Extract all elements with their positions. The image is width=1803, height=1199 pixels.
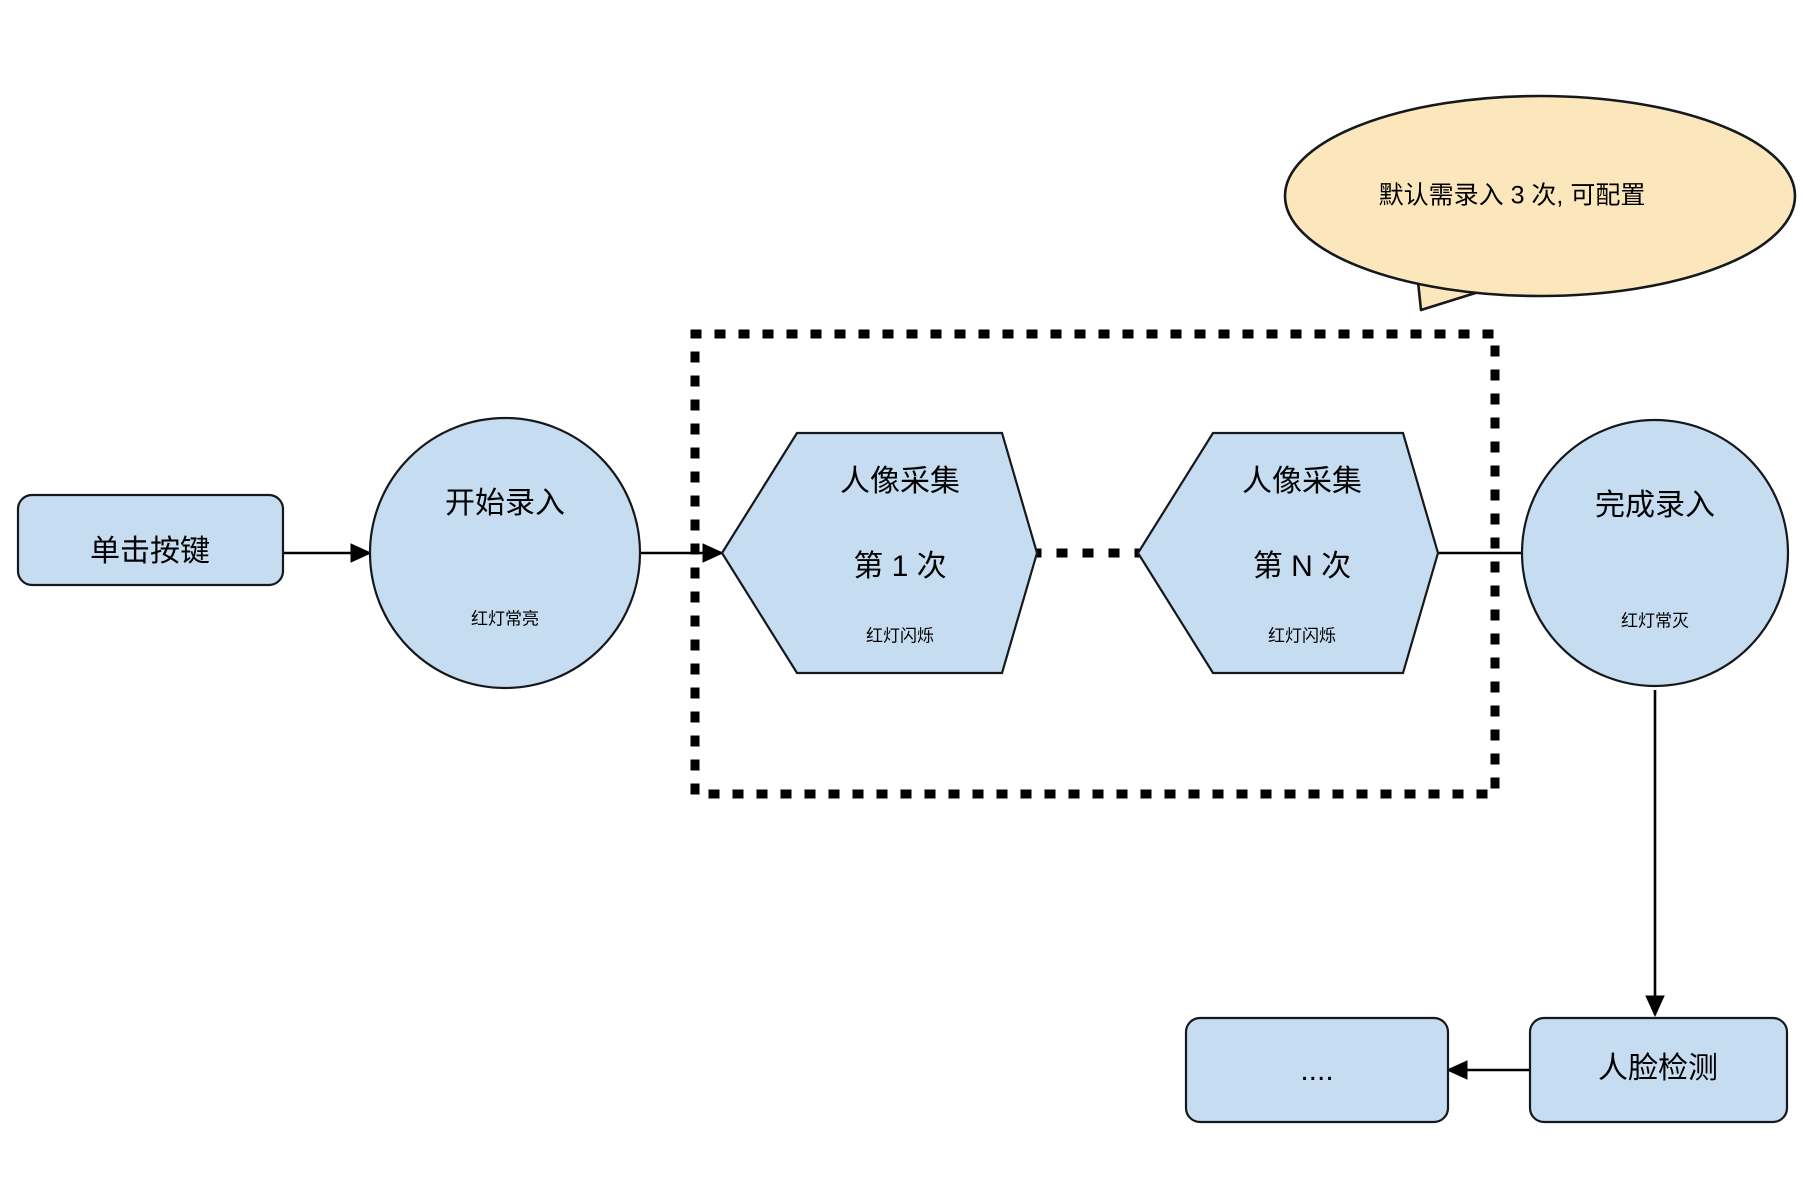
node-capture-nth[interactable]: 人像采集 第 N 次 红灯闪烁 [1136,431,1440,675]
callout-enroll-count-text: 默认需录入 3 次, 可配置 [1379,182,1646,210]
node-capture-nth-label-line1: 人像采集 [1242,465,1362,498]
node-start-enroll-sublabel: 红灯常亮 [471,609,539,628]
capture-loop-group [690,329,1500,799]
node-finish-enroll-sublabel: 红灯常灭 [1621,611,1689,630]
node-capture-first[interactable]: 人像采集 第 1 次 红灯闪烁 [720,431,1039,675]
node-face-detect-label: 人脸检测 [1598,1052,1718,1085]
node-more-steps[interactable]: .... [1184,1016,1450,1124]
node-capture-nth-sublabel: 红灯闪烁 [1268,626,1336,645]
node-face-detect[interactable]: 人脸检测 [1528,1016,1789,1124]
callout-enroll-count: 默认需录入 3 次, 可配置 [1283,94,1797,312]
node-start-enroll-label: 开始录入 [445,487,565,520]
node-capture-nth-label-line2: 第 N 次 [1253,550,1351,583]
node-more-steps-label: .... [1300,1054,1333,1087]
node-finish-enroll[interactable]: 完成录入 红灯常灭 [1520,418,1790,688]
node-finish-enroll-label: 完成录入 [1595,489,1715,522]
node-capture-first-sublabel: 红灯闪烁 [866,626,934,645]
node-capture-first-label-line2: 第 1 次 [853,550,946,583]
node-start-enroll[interactable]: 开始录入 红灯常亮 [368,416,642,690]
node-click-button[interactable]: 单击按键 [16,493,285,587]
node-capture-first-label-line1: 人像采集 [840,465,960,498]
node-click-button-label: 单击按键 [90,535,210,568]
